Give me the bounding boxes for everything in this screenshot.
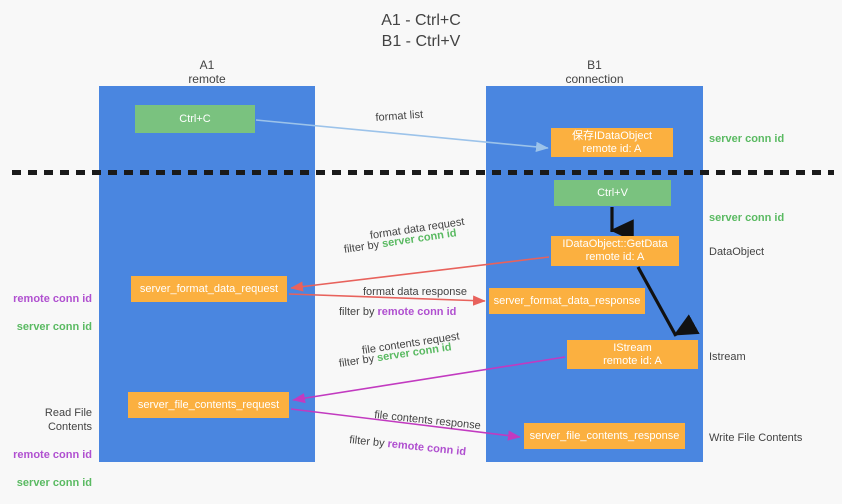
left-note-remote-conn-id: remote conn id [13,449,92,461]
side-note-dataobject: DataObject [709,246,765,258]
node-server-format-data-request[interactable]: server_format_data_request [131,276,287,302]
filter-prefix: filter by [348,433,389,450]
side-note-istream: Istream [709,351,746,363]
edge-label-format-data-response-filter: filter by remote conn id [339,305,456,320]
side-note-server-conn-id-top: server conn id [709,133,785,145]
page-title: A1 - Ctrl+C B1 - Ctrl+V [381,12,461,50]
side-note-write-file-contents: Write File Contents [709,432,803,444]
node-server-format-data-response[interactable]: server_format_data_response [489,288,645,314]
node-istream[interactable]: IStream remote id: A [567,340,698,369]
edge-label-file-contents-response-filter: filter by remote conn id [348,433,467,460]
node-ctrl-c[interactable]: Ctrl+C [135,105,255,133]
phase-divider [12,170,834,175]
left-note-server-conn-id: server conn id [16,477,92,489]
left-note-remote-conn-id: remote conn id [13,293,92,305]
left-note-server-conn-id: server conn id [16,321,92,333]
filter-key-remote-conn-id: remote conn id [386,438,467,459]
swimlane-a1-header: A1 remote [188,58,226,86]
diagram-canvas: A1 - Ctrl+C B1 - Ctrl+V A1 remote B1 con… [0,12,834,489]
node-save-idataobject[interactable]: 保存IDataObject remote id: A [551,128,673,157]
edge-label-format-data-response: format data response [363,286,467,298]
filter-prefix: filter by [343,238,384,256]
filter-key-remote-conn-id: remote conn id [377,306,457,318]
swimlane-b1-header: B1 connection [565,58,624,86]
edge-label-format-list: format list [375,108,424,124]
node-ctrl-v[interactable]: Ctrl+V [554,180,671,206]
side-note-server-conn-id-mid: server conn id [709,212,785,224]
filter-prefix: filter by [339,306,378,318]
filter-prefix: filter by [338,352,379,370]
edge-label-file-contents-response: file contents response [373,408,482,433]
left-note-read-file-contents: Read File Contents [44,407,92,433]
node-idataobject-getdata[interactable]: IDataObject::GetData remote id: A [551,236,679,266]
left-note-format-conn-ids: remote conn id server conn id [0,278,92,348]
left-note-file-conn-ids: Read File Contents remote conn id server… [0,392,92,504]
node-server-file-contents-request[interactable]: server_file_contents_request [128,392,289,418]
node-server-file-contents-response[interactable]: server_file_contents_response [524,423,685,449]
